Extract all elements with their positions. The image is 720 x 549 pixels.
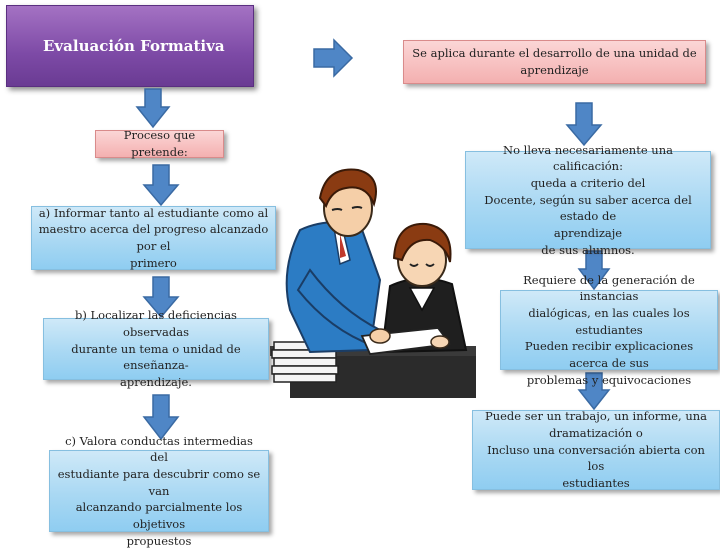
page-title: Evaluación Formativa <box>43 37 225 55</box>
item-a-text: a) Informar tanto al estudiante como al … <box>38 205 269 270</box>
dialogue-box: Requiere de la generación de instancias … <box>500 273 718 387</box>
item-c-box: c) Valora conductas intermedias del estu… <box>49 434 269 548</box>
format-box: Puede ser un trabajo, un informe, una dr… <box>472 409 720 491</box>
format-text: Puede ser un trabajo, un informe, una dr… <box>484 409 707 491</box>
arrow-down-icon <box>565 102 603 147</box>
process-box: Proceso que pretende: <box>95 128 224 159</box>
arrow-down-icon <box>135 88 171 129</box>
arrow-down-icon <box>577 250 611 291</box>
teacher-student-illustration <box>270 168 476 398</box>
application-box: Se aplica durante el desarrollo de una u… <box>403 40 706 84</box>
grading-box: No lleva necesariamente una calificación… <box>465 143 711 257</box>
item-b-text: b) Localizar las deficiencias observadas… <box>71 308 241 390</box>
arrow-down-icon <box>142 164 180 207</box>
item-c-text: c) Valora conductas intermedias del estu… <box>57 433 261 548</box>
item-a-box: a) Informar tanto al estudiante como al … <box>31 206 276 270</box>
process-label: Proceso que pretende: <box>123 128 196 159</box>
application-text: Se aplica durante el desarrollo de una u… <box>412 46 697 77</box>
arrow-down-icon <box>142 394 180 441</box>
item-b-box: b) Localizar las deficiencias observadas… <box>43 308 269 389</box>
grading-text: No lleva necesariamente una calificación… <box>484 142 692 257</box>
arrow-down-icon <box>142 276 180 319</box>
dialogue-text: Requiere de la generación de instancias … <box>523 272 695 387</box>
arrow-right-icon <box>313 38 354 78</box>
title-box: Evaluación Formativa <box>6 5 254 87</box>
arrow-down-icon <box>577 372 611 411</box>
